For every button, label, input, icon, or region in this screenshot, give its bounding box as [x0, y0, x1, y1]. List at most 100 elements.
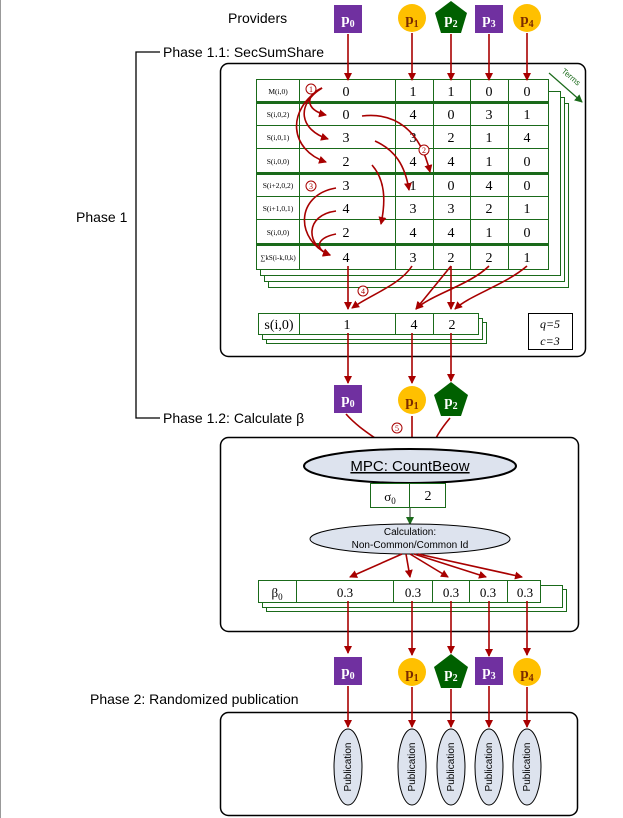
provider-p3-bottom-icon[interactable]: p3 [475, 657, 503, 685]
step-marker-label: 5 [395, 424, 399, 433]
provider-p0-icon[interactable]: p0 [334, 5, 362, 33]
table-cell: 4 [448, 226, 455, 241]
provider-p2-icon[interactable]: p2 [435, 1, 467, 33]
providers-top-row: p0 p1 p2 p3 p4 [334, 1, 541, 33]
table-cell: 0 [524, 155, 531, 170]
provider-p4-icon[interactable]: p4 [513, 4, 541, 32]
table-cell: 1 [486, 131, 493, 146]
row-label: S(i+1,0,1) [263, 204, 294, 213]
table-cell: 4 [343, 202, 350, 217]
phase-1-bracket [135, 51, 160, 419]
step-marker-label: 4 [361, 287, 365, 296]
providers-bottom-row: p0 p1 p2 p3 p4 [334, 654, 541, 688]
table-cell: 1 [410, 85, 417, 100]
step-marker-circle [357, 285, 369, 297]
table-cell: 4 [410, 108, 417, 123]
phase-1-2-label: Phase 1.2: Calculate β [163, 410, 304, 426]
s-row-label: s(i,0) [264, 318, 294, 333]
step-marker-label: 2 [422, 146, 426, 155]
row-label: S(i+2,0,2) [263, 181, 294, 190]
provider-p1-bottom-icon[interactable]: p1 [398, 658, 426, 686]
sigma-row: σ0 2 [370, 483, 446, 508]
beta-label: β0 [271, 585, 283, 602]
s-row-cell: 2 [449, 318, 456, 333]
calc-output-arrows [349, 553, 523, 580]
step-marker-circle [305, 83, 317, 95]
s-row-cell: 4 [411, 318, 418, 333]
table-cell: 2 [448, 131, 455, 146]
publication-label: Publication [343, 743, 354, 792]
sigma-value: 2 [425, 489, 432, 504]
table-cell: 2 [486, 202, 493, 217]
publication-node[interactable] [436, 728, 466, 806]
step-marker-circle [305, 180, 317, 192]
table-cell: 3 [410, 251, 417, 266]
provider-p4-bottom-icon[interactable]: p4 [513, 658, 541, 686]
step-marker-circle [418, 144, 430, 156]
table-cell: 3 [343, 179, 350, 194]
params-box: q=5 c=3 [528, 313, 573, 350]
table-cell: 0 [524, 179, 531, 194]
q-param: q=5 [540, 317, 560, 331]
calculation-node[interactable]: Calculation: Non-Common/Common Id [309, 523, 511, 555]
publication-node[interactable] [333, 728, 363, 806]
mpc-node[interactable]: MPC: CountBeow [303, 448, 517, 484]
publication-label: Publication [522, 743, 533, 792]
table-cell: 1 [410, 179, 417, 194]
provider-p0-mid-icon[interactable]: p0 [334, 385, 362, 413]
table-cell: 0 [524, 85, 531, 100]
provider-p2-mid-icon[interactable]: p2 [434, 382, 468, 416]
table-cell: 4 [410, 155, 417, 170]
c-param: c=3 [540, 334, 559, 348]
beta-cell: 0.3 [517, 585, 533, 600]
step-marker-circle [391, 422, 403, 434]
table-cell: 1 [486, 155, 493, 170]
table-cell: 1 [524, 251, 531, 266]
phase-2-label: Phase 2: Randomized publication [90, 691, 299, 707]
table-cell: 2 [343, 155, 350, 170]
row-label: M(i,0) [268, 87, 288, 96]
providers-mid-row: p0 p1 p2 [334, 382, 468, 416]
table-cell: 2 [343, 226, 350, 241]
step-marker-label: 1 [309, 85, 313, 94]
table-cell: 3 [410, 131, 417, 146]
calc-line1: Calculation: [384, 527, 436, 538]
provider-p1-mid-icon[interactable]: p1 [398, 386, 426, 414]
publication-node[interactable] [512, 728, 542, 806]
phase-1-1-label: Phase 1.1: SecSumShare [163, 44, 324, 60]
table-cell: 3 [410, 202, 417, 217]
provider-p1-icon[interactable]: p1 [398, 4, 426, 32]
provider-p0-bottom-icon[interactable]: p0 [334, 657, 362, 685]
table-cell: 4 [410, 226, 417, 241]
table-cell: 1 [524, 202, 531, 217]
publication-node[interactable] [397, 728, 427, 806]
provider-p3-icon[interactable]: p3 [475, 5, 503, 33]
row-label: S(i,0,0) [267, 157, 290, 166]
beta-cell: 0.3 [405, 585, 421, 600]
table-cell: 0 [448, 108, 455, 123]
table-cell: 3 [486, 108, 493, 123]
terms-arrow [548, 72, 583, 103]
row-label: S(i,0,2) [267, 110, 290, 119]
table-cell: 2 [448, 251, 455, 266]
row-label: S(i,0,0) [267, 228, 290, 237]
mpc-label: MPC: CountBeow [350, 458, 469, 475]
provider-p2-bottom-icon[interactable]: p2 [434, 654, 468, 688]
table-cell: 2 [486, 251, 493, 266]
table-cell: 4 [343, 251, 350, 266]
table-cell: 1 [486, 226, 493, 241]
table-cell: 4 [448, 155, 455, 170]
table-cell: 0 [448, 179, 455, 194]
beta-cell: 0.3 [443, 585, 459, 600]
table-cell: 3 [448, 202, 455, 217]
share-arrows [295, 33, 531, 384]
table-cell: 0 [343, 108, 350, 123]
phase-1-label: Phase 1 [76, 209, 128, 225]
publication-node[interactable] [474, 728, 504, 806]
table-cell: 4 [486, 179, 493, 194]
